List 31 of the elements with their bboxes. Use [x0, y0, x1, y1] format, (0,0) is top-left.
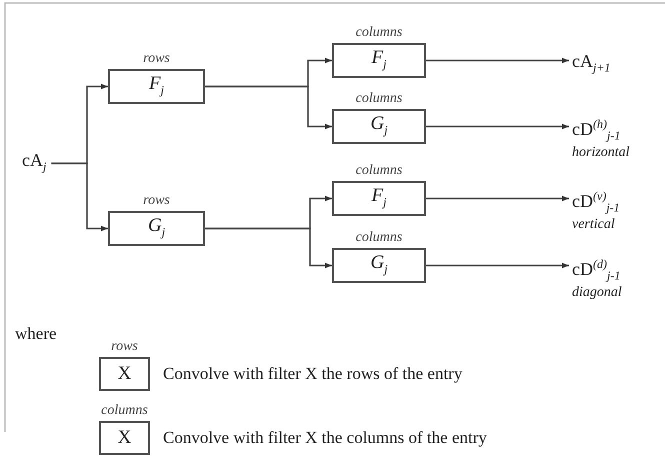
filter-name: X — [118, 428, 132, 448]
filter-direction-label: rows — [142, 194, 171, 208]
coefficient-label: cA$_{j}$ — [22, 150, 46, 176]
arrow — [51, 162, 108, 232]
filter-direction-label: columns — [354, 164, 404, 178]
filter-name: F$_{j}$ — [372, 186, 386, 210]
filter-name: G$_{j}$ — [370, 252, 388, 278]
filter-name: G$_{j}$ — [370, 114, 388, 138]
filter-direction-label: columns — [354, 231, 404, 245]
filter-direction-label: columns — [100, 404, 149, 418]
filter-direction-label: rows — [142, 52, 171, 66]
filter-name: X — [118, 364, 132, 384]
detail-label: diagonal — [572, 286, 622, 300]
filter-direction-label: rows — [110, 340, 139, 354]
filter-name: G$_{j}$ — [148, 216, 166, 240]
filter-direction-label: columns — [354, 92, 404, 106]
arrow — [426, 262, 569, 268]
filter-description: Convolve with filter X the columns of the entry — [163, 428, 487, 448]
detail-label: horizontal — [572, 146, 630, 160]
arrow — [426, 58, 569, 64]
arrow — [205, 86, 332, 130]
detail-label: vertical — [572, 218, 616, 232]
arrow — [426, 124, 569, 130]
arrow — [426, 196, 569, 202]
coefficient-label: cA$_{j+1}$ — [572, 51, 610, 77]
arrow — [205, 228, 332, 268]
filter-name: F$_{j}$ — [372, 48, 386, 72]
filter-direction-label: columns — [354, 26, 404, 40]
filter-description: Convolve with filter X the rows of the entry — [163, 364, 462, 384]
filter-name: F$_{j}$ — [149, 74, 164, 98]
note-label: where — [15, 324, 57, 344]
